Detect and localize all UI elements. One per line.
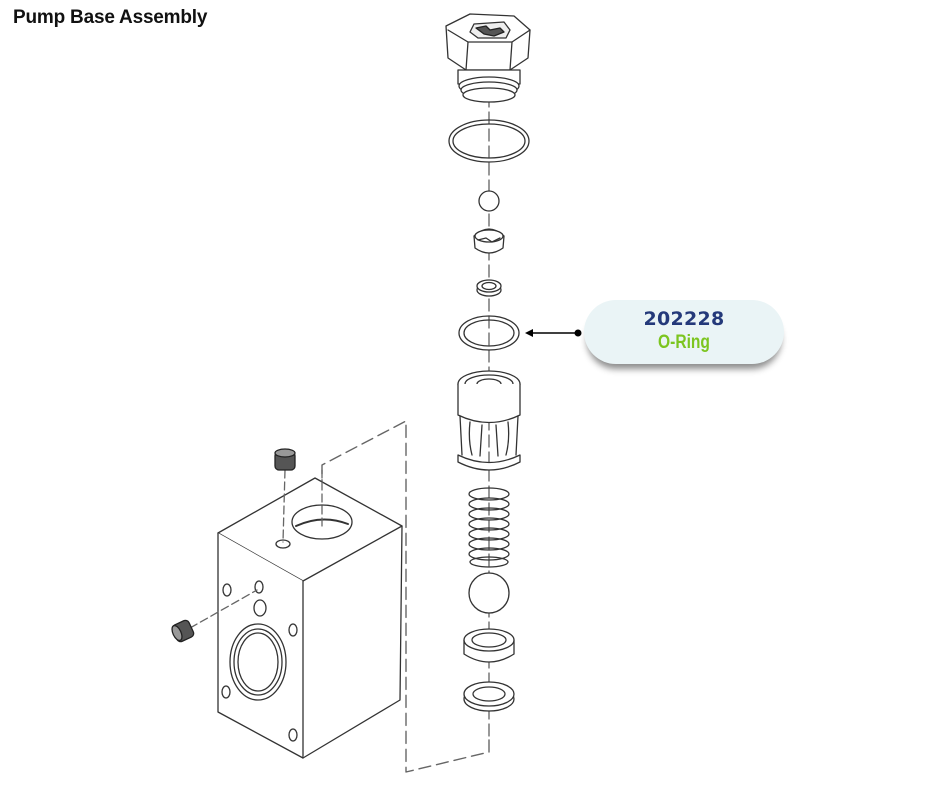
valve-cage — [457, 370, 521, 471]
seal-ring — [463, 681, 515, 712]
page-title: Pump Base Assembly — [13, 7, 208, 28]
large-ball — [468, 572, 510, 614]
spring — [468, 487, 510, 568]
small-ball — [478, 190, 500, 212]
hex-plug — [445, 13, 531, 103]
callout-leader — [525, 329, 582, 337]
side-set-screw — [171, 589, 258, 643]
top-set-screw — [274, 448, 296, 543]
seat — [463, 628, 515, 663]
callout-part-number: 202228 — [643, 308, 725, 330]
small-seat — [476, 279, 502, 297]
o-ring — [458, 315, 520, 351]
pump-base-block — [217, 469, 403, 759]
ball-guide — [473, 228, 505, 254]
part-callout: 202228 O-Ring — [584, 300, 784, 364]
callout-part-name: O-Ring — [658, 332, 710, 353]
large-o-ring — [448, 119, 530, 163]
assembly-path-line — [321, 420, 490, 773]
